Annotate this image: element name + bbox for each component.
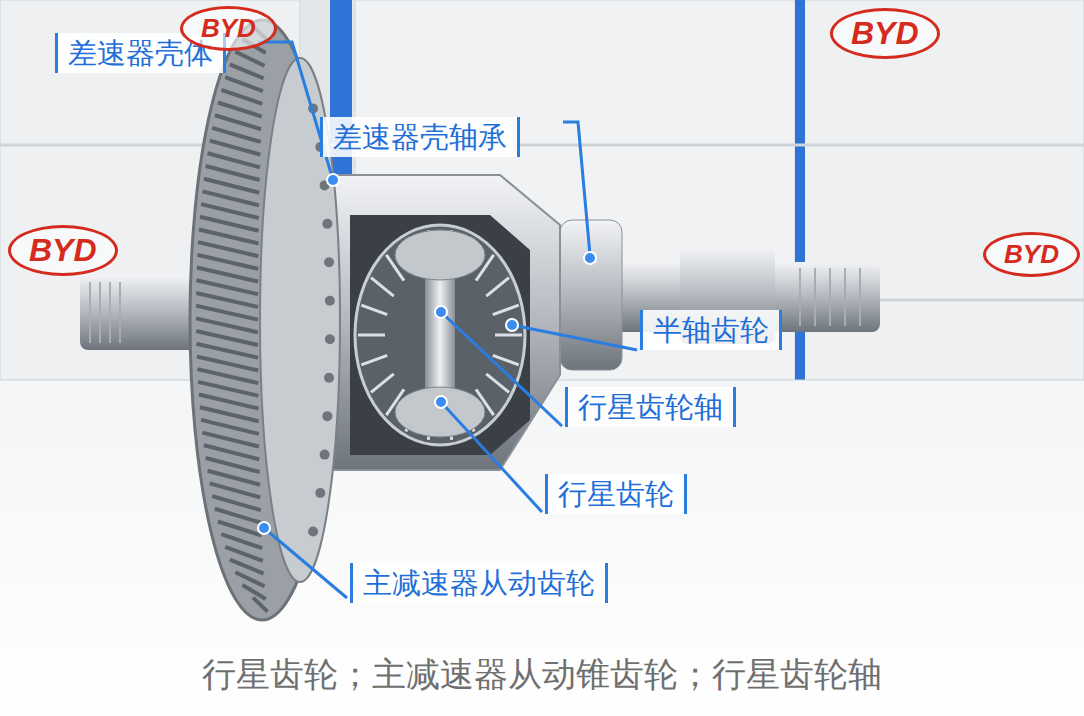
gear-teeth [196,26,267,611]
gear-tooth [201,420,259,434]
part-label: 半轴齿轮 [640,310,782,350]
case-bearing [560,220,622,370]
part-label: 主减速器从动齿轮 [350,563,608,603]
bolt [325,296,335,306]
gear-tooth [208,471,260,485]
bolt [320,450,330,460]
gear-tooth [199,395,259,409]
gear-tooth [196,306,258,320]
gear-tooth [225,77,263,91]
shaft-splines [90,282,120,343]
gear-tooth [202,433,259,447]
gear-tooth [208,153,260,167]
bevel-tooth [486,278,509,296]
brand-logo: BYD [180,6,277,51]
gear-tooth [197,369,258,383]
gear-tooth [212,128,261,142]
part-label: 差速器壳轴承 [320,117,520,157]
gear-tooth [215,115,261,129]
gear-tooth [210,483,261,497]
brand-logo: BYD [830,8,940,59]
bolt [324,257,334,267]
gear-tooth [199,229,259,243]
gear-tooth [200,217,259,231]
gear-tooth [197,356,258,370]
bolt [308,527,318,537]
bevel-tooth [486,374,509,392]
leader-lines [258,42,637,598]
gear-tooth [230,64,264,78]
brand-logo: BYD [983,232,1080,277]
gear-tooth [218,103,262,117]
bolt [324,373,334,383]
gear-tooth [253,598,267,612]
gear-tooth [196,293,258,307]
side-gear [355,225,525,445]
bolt [315,488,325,498]
case-cutaway [350,215,530,455]
differential-case [320,175,560,470]
bevel-teeth [358,230,522,440]
bevel-tooth [361,305,387,315]
gear-tooth [212,496,261,510]
gear-tooth [196,318,258,332]
gear-tooth [202,191,259,205]
gear-tooth [197,255,258,269]
bevel-tooth [371,374,394,392]
gear-tooth [198,242,258,256]
bevel-tooth [493,305,519,315]
pinion-gear [395,230,485,280]
gear-tooth [197,268,258,282]
gear-tooth [206,458,260,472]
gear-tooth [204,445,259,459]
gear-tooth [235,572,264,586]
brand-logo: BYD [8,225,118,276]
bevel-tooth [361,355,387,365]
gear-tooth [235,52,264,66]
bevel-tooth [358,334,385,337]
gear-tooth [210,141,261,155]
gear-tooth [206,166,260,180]
gear-tooth [221,90,262,104]
gear-tooth [230,560,264,574]
part-label: 行星齿轮轴 [565,387,736,427]
gear-tooth [198,382,258,396]
bolt [325,334,335,344]
part-label: 行星齿轮 [545,474,687,514]
subtitle-caption: 行星齿轮；主减速器从动锥齿轮；行星齿轮轴 [0,652,1084,698]
gear-tooth [201,204,259,218]
bevel-tooth [371,278,394,296]
bolt [322,219,332,229]
gear-tooth [204,179,259,193]
shaft-splines [800,268,860,326]
gear-tooth [196,331,258,345]
bevel-tooth [495,334,522,337]
gear-tooth [196,344,258,358]
bolt [322,411,332,421]
gear-tooth [200,407,259,421]
pinion-gear [395,387,485,437]
gear-tooth [196,280,258,294]
